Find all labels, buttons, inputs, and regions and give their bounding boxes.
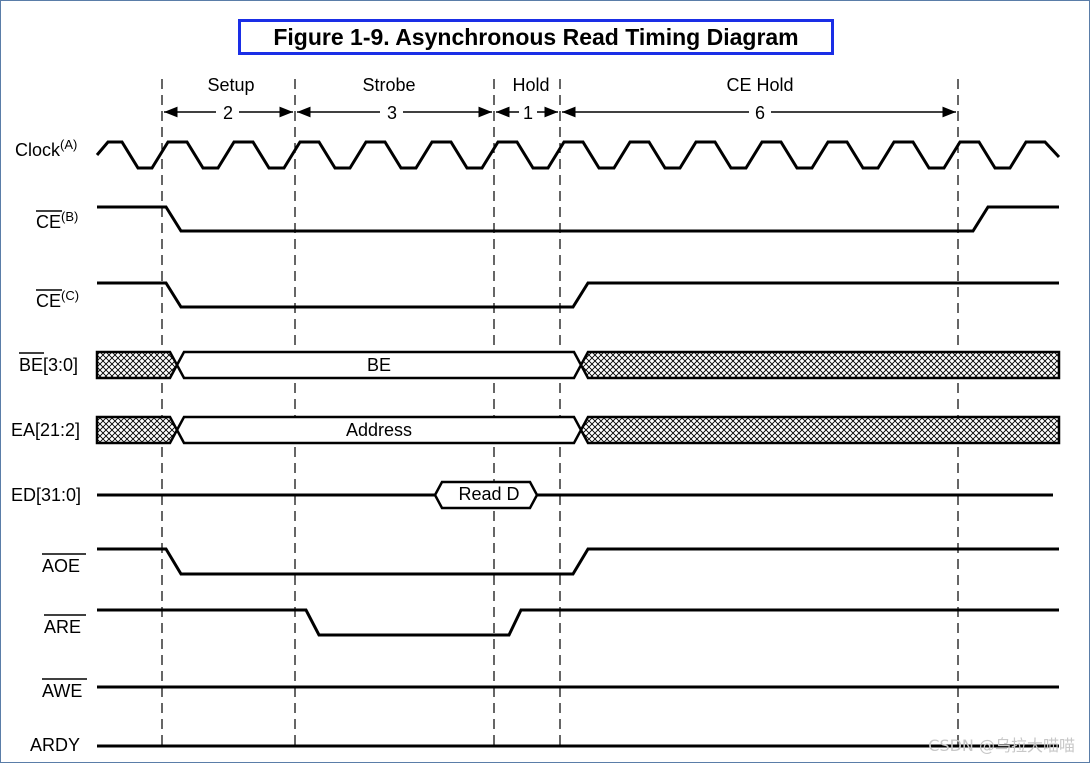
- phase-label-hold: Hold: [512, 75, 549, 95]
- ea-bus-label: Address: [346, 420, 412, 440]
- phase-count-cehold: 6: [755, 103, 765, 123]
- signal-label-ea: EA[21:2]: [11, 420, 80, 440]
- phase-count-strobe: 3: [387, 103, 397, 123]
- signal-label-be: BE[3:0]: [19, 352, 78, 375]
- svg-text:AOE: AOE: [42, 556, 80, 576]
- phase-label-cehold: CE Hold: [726, 75, 793, 95]
- signal-label-ce-b: CE(B): [36, 209, 78, 232]
- svg-text:CE(B): CE(B): [36, 209, 78, 232]
- signal-label-aoe: AOE: [42, 553, 86, 576]
- watermark: CSDN @乌拉大喵喵: [928, 736, 1075, 755]
- ce-c-waveform: [97, 281, 1059, 309]
- are-waveform: [97, 608, 1059, 637]
- svg-text:ARE: ARE: [44, 617, 81, 637]
- phase-label-setup: Setup: [207, 75, 254, 95]
- figure-title: Figure 1-9. Asynchronous Read Timing Dia…: [238, 19, 834, 55]
- svg-text:AWE: AWE: [42, 681, 82, 701]
- signal-label-ed: ED[31:0]: [11, 485, 81, 505]
- signal-label-clock: Clock(A): [15, 137, 77, 160]
- clock-waveform: [95, 140, 1061, 170]
- svg-text:CE(C): CE(C): [36, 288, 79, 311]
- signal-label-ardy: ARDY: [30, 735, 80, 755]
- ea-bus: [95, 415, 1061, 445]
- phase-count-setup: 2: [223, 103, 233, 123]
- be-bus: [95, 350, 1061, 380]
- signal-label-are: ARE: [44, 614, 86, 637]
- svg-text:BE[3:0]: BE[3:0]: [19, 355, 78, 375]
- ce-b-waveform: [97, 205, 1059, 233]
- signal-label-awe: AWE: [42, 678, 87, 701]
- be-bus-label: BE: [367, 355, 391, 375]
- phase-count-hold: 1: [523, 103, 533, 123]
- ed-waveform: [97, 480, 1053, 510]
- phase-label-strobe: Strobe: [362, 75, 415, 95]
- signal-label-ce-c: CE(C): [36, 288, 79, 311]
- ed-bus-label: Read D: [458, 484, 519, 504]
- aoe-waveform: [97, 547, 1059, 576]
